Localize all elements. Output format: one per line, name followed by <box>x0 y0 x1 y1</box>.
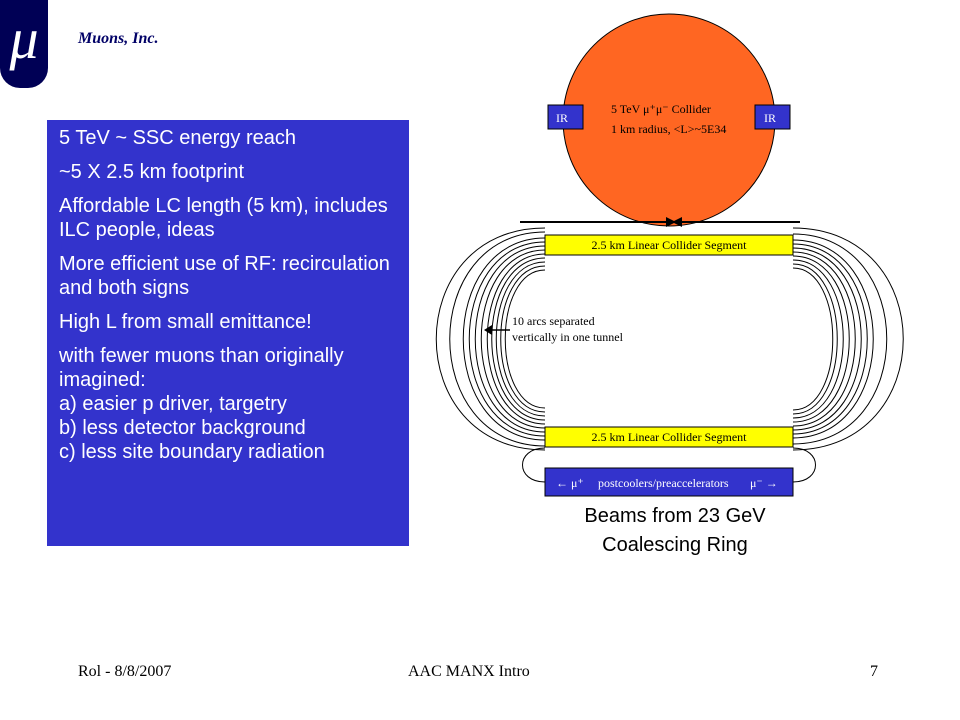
bullet-fewer-muons: with fewer muons than originally imagine… <box>59 345 344 391</box>
arcs-label-line2: vertically in one tunnel <box>512 330 624 344</box>
arcs-label-line1: 10 arcs separated <box>512 314 595 328</box>
arrowhead-right <box>672 217 682 227</box>
linac-bottom-box <box>544 426 794 448</box>
summary-box: 5 TeV ~ SSC energy reach ~5 X 2.5 km foo… <box>47 120 409 546</box>
ir-right-label: IR <box>764 111 776 125</box>
postcooler-left: ← μ⁺ <box>556 476 584 490</box>
mu-glyph: μ <box>9 6 39 71</box>
company-name: Muons, Inc. <box>78 30 159 47</box>
linac-top-box <box>544 234 794 256</box>
muon-logo: μ <box>0 0 48 88</box>
ir-left-box <box>547 104 584 130</box>
bullet-rf: More efficient use of RF: recirculation … <box>59 253 390 299</box>
footer-author-date: Rol - 8/8/2007 <box>78 663 172 680</box>
bullet-luminosity: High L from small emittance! <box>59 311 312 333</box>
bullet-energy: 5 TeV ~ SSC energy reach <box>59 127 296 149</box>
ir-right-box <box>754 104 791 130</box>
postcooler-mid: postcoolers/preaccelerators <box>598 476 729 490</box>
arcs-pointer-head <box>484 325 492 335</box>
footer-title: AAC MANX Intro <box>408 663 530 680</box>
collider-label-line1: 5 TeV μ⁺μ⁻ Collider <box>611 102 711 116</box>
ir-left-label: IR <box>556 111 568 125</box>
collider-label-line2: 1 km radius, <L>~5E34 <box>611 122 726 136</box>
bullet-lc-length: Affordable LC length (5 km), includes IL… <box>59 195 388 241</box>
footer-page-number: 7 <box>870 663 878 680</box>
left-arcs <box>435 227 546 451</box>
bullet-site-radiation: c) less site boundary radiation <box>59 441 325 463</box>
collider-diagram: 5 TeV μ⁺μ⁻ Collider 1 km radius, <L>~5E3… <box>435 13 904 497</box>
diagram-caption: Beams from 23 GeV Coalescing Ring <box>545 502 805 560</box>
bullet-detector-bg: b) less detector background <box>59 417 306 439</box>
linac-top-label: 2.5 km Linear Collider Segment <box>592 238 748 252</box>
postcooler-right: μ⁻ → <box>750 476 778 490</box>
collider-ring <box>562 13 776 227</box>
right-arcs <box>792 227 904 451</box>
bullet-p-driver: a) easier p driver, targetry <box>59 393 287 415</box>
caption-line1: Beams from 23 GeV <box>584 505 766 527</box>
linac-bottom-label: 2.5 km Linear Collider Segment <box>592 430 748 444</box>
postcooler-box <box>544 467 794 497</box>
bullet-footprint: ~5 X 2.5 km footprint <box>59 161 245 183</box>
arrowhead-left <box>666 217 676 227</box>
bottom-loop-right <box>792 447 816 483</box>
bottom-loop-left <box>522 447 546 483</box>
caption-line2: Coalescing Ring <box>602 534 748 556</box>
